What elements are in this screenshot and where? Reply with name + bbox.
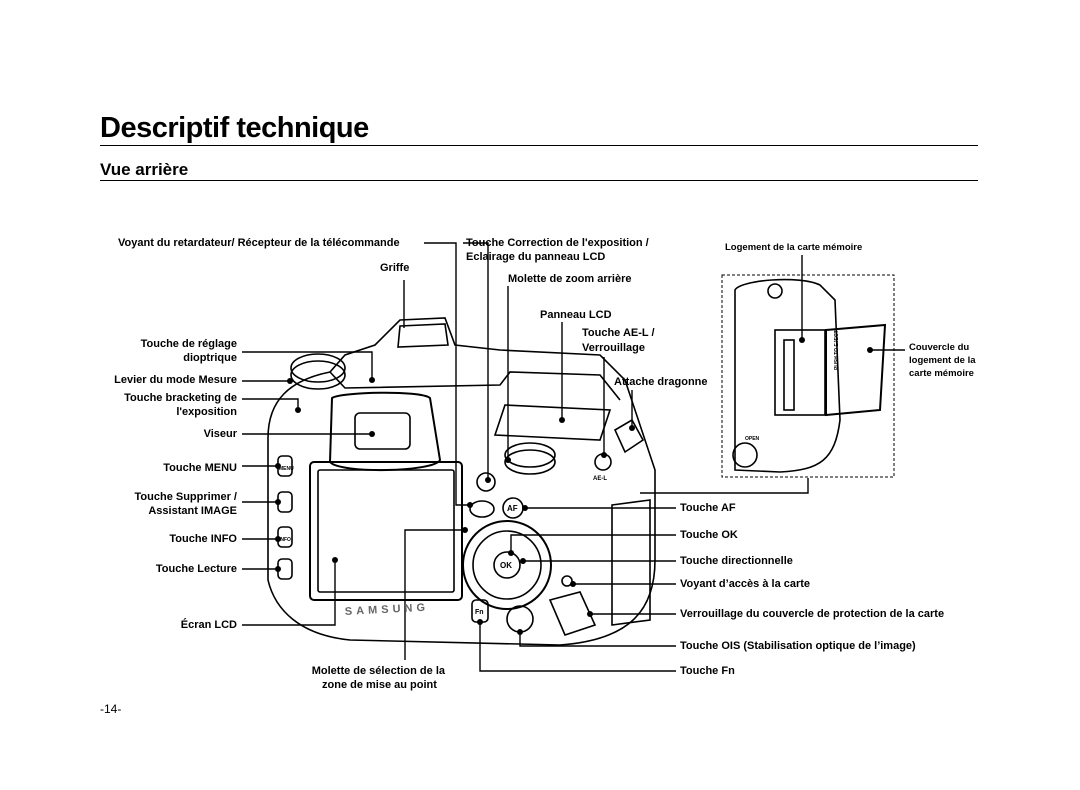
label-focus-dial-2: zone de mise au point	[322, 679, 437, 691]
ael-mark: AE-L	[593, 476, 607, 482]
card-slot-inset	[721, 274, 895, 478]
label-card-cover-2: logement de la	[909, 355, 976, 366]
open-mark: OPEN	[745, 436, 760, 442]
label-diopter-1: Touche de réglage	[140, 338, 237, 350]
label-access-lamp: Voyant d’accès à la carte	[680, 578, 811, 590]
section-rule	[100, 180, 978, 181]
label-fn: Touche Fn	[680, 665, 735, 677]
zoom-dial	[504, 442, 556, 468]
ok-mark: OK	[500, 561, 512, 570]
label-card-slot: Logement de la carte mémoire	[725, 242, 863, 253]
push-eject-mark: PUSH TO EJECT	[834, 330, 840, 370]
label-panel: Panneau LCD	[540, 309, 612, 321]
lcd-screen	[309, 461, 463, 601]
label-info: Touche INFO	[169, 533, 237, 545]
label-exposure-1: Touche Correction de l'exposition /	[466, 237, 649, 249]
label-af: Touche AF	[680, 502, 736, 514]
hot-shoe	[397, 323, 449, 348]
label-diopter-2: dioptrique	[183, 352, 237, 364]
label-menu: Touche MENU	[163, 462, 237, 474]
label-zoom-dial: Molette de zoom arrière	[508, 273, 632, 285]
label-hot-shoe: Griffe	[380, 262, 410, 274]
top-lcd-panel	[493, 404, 612, 441]
eyecup	[328, 391, 442, 471]
label-card-cover-3: carte mémoire	[909, 368, 974, 379]
section-title: Vue arrière	[100, 160, 189, 179]
focus-dial	[462, 520, 552, 610]
label-exposure-2: Eclairage du panneau LCD	[466, 251, 606, 263]
card-cover-door	[825, 323, 887, 417]
page-number: -14-	[100, 702, 122, 716]
menu-mark: MENU	[279, 466, 294, 472]
card-slot	[774, 329, 826, 416]
info-mark: INFO	[279, 537, 291, 543]
label-bracket-2: l'exposition	[176, 406, 237, 418]
command-button	[469, 500, 495, 518]
label-delete-1: Touche Supprimer /	[134, 491, 237, 503]
card-cover-on-body	[548, 591, 597, 636]
title-rule	[100, 145, 978, 146]
exposure-button	[476, 472, 496, 492]
viewfinder-window	[354, 412, 411, 450]
diopter-dial	[290, 353, 346, 383]
camera-body-outline	[267, 317, 656, 646]
camera-top-plate	[329, 371, 621, 401]
page-title: Descriptif technique	[100, 112, 369, 144]
label-lcd: Écran LCD	[180, 619, 237, 631]
label-viewfinder: Viseur	[203, 428, 237, 440]
af-mark: AF	[507, 504, 518, 513]
label-ok: Touche OK	[680, 529, 738, 541]
fn-mark: Fn	[475, 609, 484, 616]
label-card-cover-1: Couvercle du	[909, 342, 970, 353]
label-ael-2: Verrouillage	[582, 342, 645, 354]
access-lamp	[561, 575, 573, 587]
ois-button	[506, 605, 534, 633]
brand-mark: SAMSUNG	[345, 602, 430, 618]
strap-lug	[613, 418, 645, 454]
label-playback: Touche Lecture	[155, 563, 237, 575]
label-focus-dial-1: Molette de sélection de la	[311, 665, 445, 677]
ok-button	[493, 551, 521, 579]
label-ael-1: Touche AE-L /	[582, 327, 655, 339]
label-metering: Levier du mode Mesure	[114, 374, 237, 386]
label-ois: Touche OIS (Stabilisation optique de l’i…	[680, 640, 916, 652]
label-bracket-1: Touche bracketing de	[124, 392, 237, 404]
label-delete-2: Assistant IMAGE	[148, 505, 237, 517]
label-cover-lock: Verrouillage du couvercle de protection …	[680, 608, 945, 620]
label-self-timer: Voyant du retardateur/ Récepteur de la t…	[118, 237, 400, 249]
label-strap: Attache dragonne	[614, 376, 708, 388]
label-direction: Touche directionnelle	[680, 555, 793, 567]
